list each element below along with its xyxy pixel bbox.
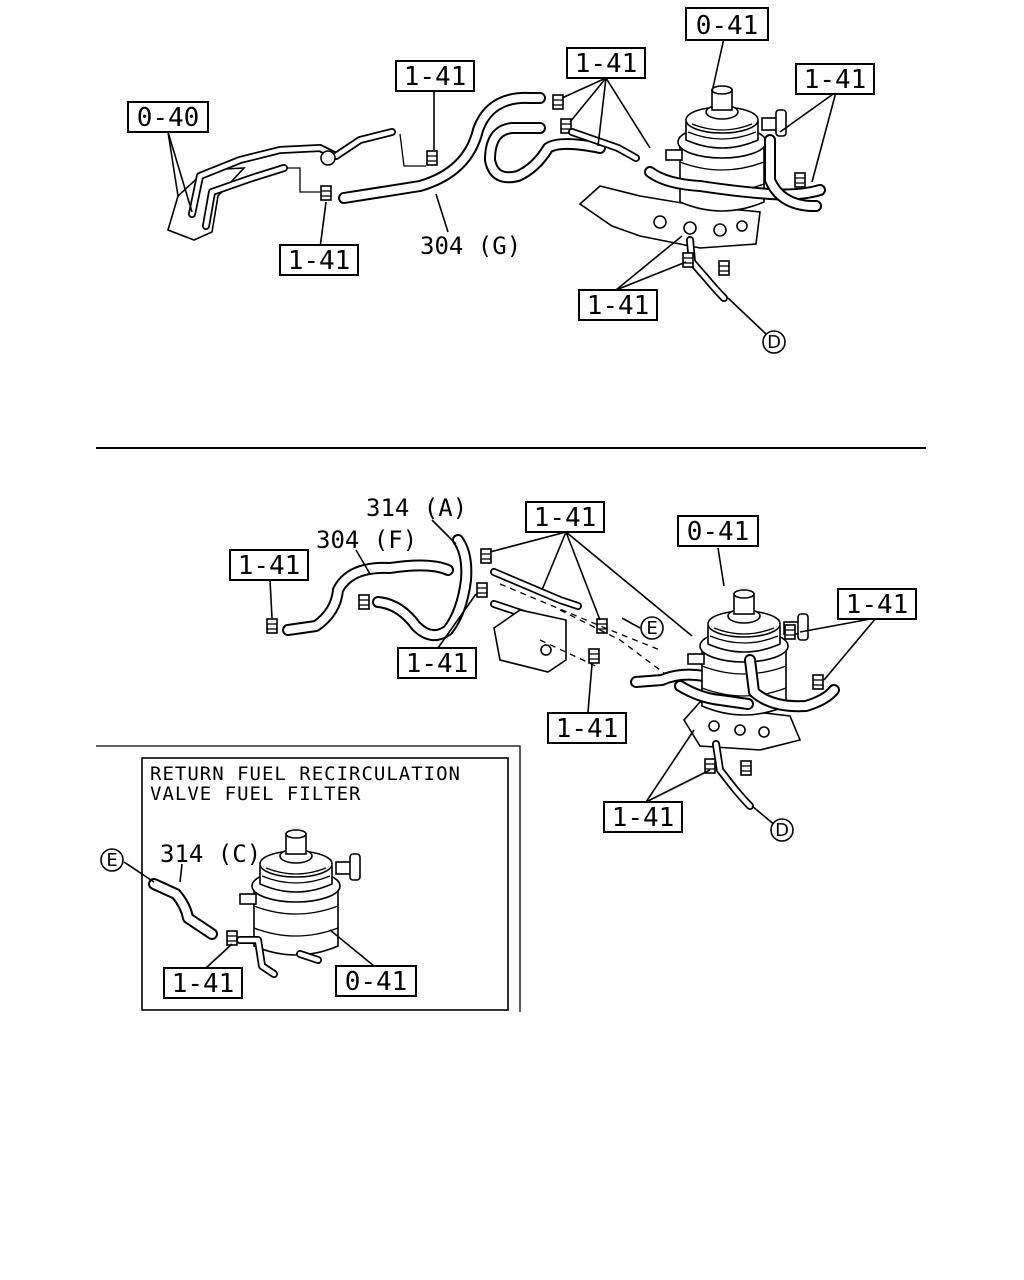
ref-box-top-clamps-c: 1-41 [395,60,475,92]
connector-e-inset: E [100,848,124,872]
hose-clamp [740,760,752,776]
ref-box-bot-clamps-b: 1-41 [229,549,309,581]
hose-clamp [552,94,564,110]
part-label-hose-304f: 304 (F) [316,526,417,554]
leader-lines-top [167,37,837,335]
ref-box-top-pipe: 0-40 [127,101,209,133]
svg-text:E: E [646,618,657,639]
svg-text:0-41: 0-41 [687,517,750,547]
connector-d-top: D [762,330,786,354]
svg-text:1-41: 1-41 [612,803,675,833]
hose-clamp [718,260,730,276]
ref-box-bot-clamps-d: 1-41 [397,647,477,679]
svg-text:0-41: 0-41 [345,967,408,997]
ref-box-top-clamps-e: 1-41 [578,289,658,321]
hose-clamp [476,582,488,598]
hose-clamp [794,172,806,188]
hose-clamp [320,185,332,201]
svg-text:D: D [767,332,781,353]
hose-clamp [226,930,238,946]
svg-text:1-41: 1-41 [404,62,467,92]
inset-title-line2: VALVE FUEL FILTER [150,783,361,805]
hose-clamp [480,548,492,564]
svg-text:1-41: 1-41 [556,714,619,744]
svg-text:1-41: 1-41 [846,590,909,620]
hose-clamp [426,150,438,166]
svg-text:E: E [106,850,117,871]
svg-text:0-41: 0-41 [696,11,759,41]
part-label-hose-314a: 314 (A) [366,494,467,522]
svg-text:D: D [775,820,789,841]
ref-box-inset-clamp: 1-41 [163,967,243,999]
ref-box-bot-filter: 0-41 [677,515,759,547]
ref-box-top-clamps-b: 1-41 [795,63,875,95]
ref-box-bot-clamps-f: 1-41 [603,801,683,833]
bottom-assembly: 1-41 314 (A) 304 (F) 0-41 1-41 1-41 E 1-… [229,494,917,842]
connector-e-bottom: E [640,616,664,640]
svg-text:1-41: 1-41 [406,649,469,679]
svg-text:1-41: 1-41 [288,246,351,276]
svg-text:1-41: 1-41 [587,291,650,321]
hose-clamp [812,674,824,690]
ref-box-bot-clamps-c: 1-41 [837,588,917,620]
hose-clamp [588,648,600,664]
ref-box-top-filter: 0-41 [685,7,769,41]
leader-lines-bottom [269,519,877,827]
connector-d-bottom: D [770,818,794,842]
ref-box-inset-filter: 0-41 [335,965,417,997]
fuel-pipe-bracket [167,128,396,241]
hose-clamp [358,594,370,610]
svg-text:1-41: 1-41 [172,969,235,999]
ref-box-bot-clamps-a: 1-41 [525,501,605,533]
svg-text:0-40: 0-40 [137,103,200,133]
ref-box-bot-clamps-e: 1-41 [547,712,627,744]
svg-text:1-41: 1-41 [575,49,638,79]
hose-clamp [266,618,278,634]
leader-lines-inset [123,861,375,969]
part-label-hose-314c: 314 (C) [160,840,261,868]
valve-bracket [493,609,567,673]
hose-clamp [682,252,694,268]
ref-box-top-clamps-a: 1-41 [566,47,646,79]
ref-box-top-clamps-d: 1-41 [279,244,359,276]
part-label-hose-304g: 304 (G) [420,232,521,260]
hose-clamp [784,624,796,640]
svg-text:1-41: 1-41 [804,65,867,95]
top-assembly: 0-41 1-41 1-41 1-41 0-40 1-41 304 (G) 1-… [127,7,875,354]
svg-text:1-41: 1-41 [238,551,301,581]
inset-panel: RETURN FUEL RECIRCULATION VALVE FUEL FIL… [96,745,521,1012]
inset-title-line1: RETURN FUEL RECIRCULATION [150,763,461,785]
svg-text:1-41: 1-41 [534,503,597,533]
